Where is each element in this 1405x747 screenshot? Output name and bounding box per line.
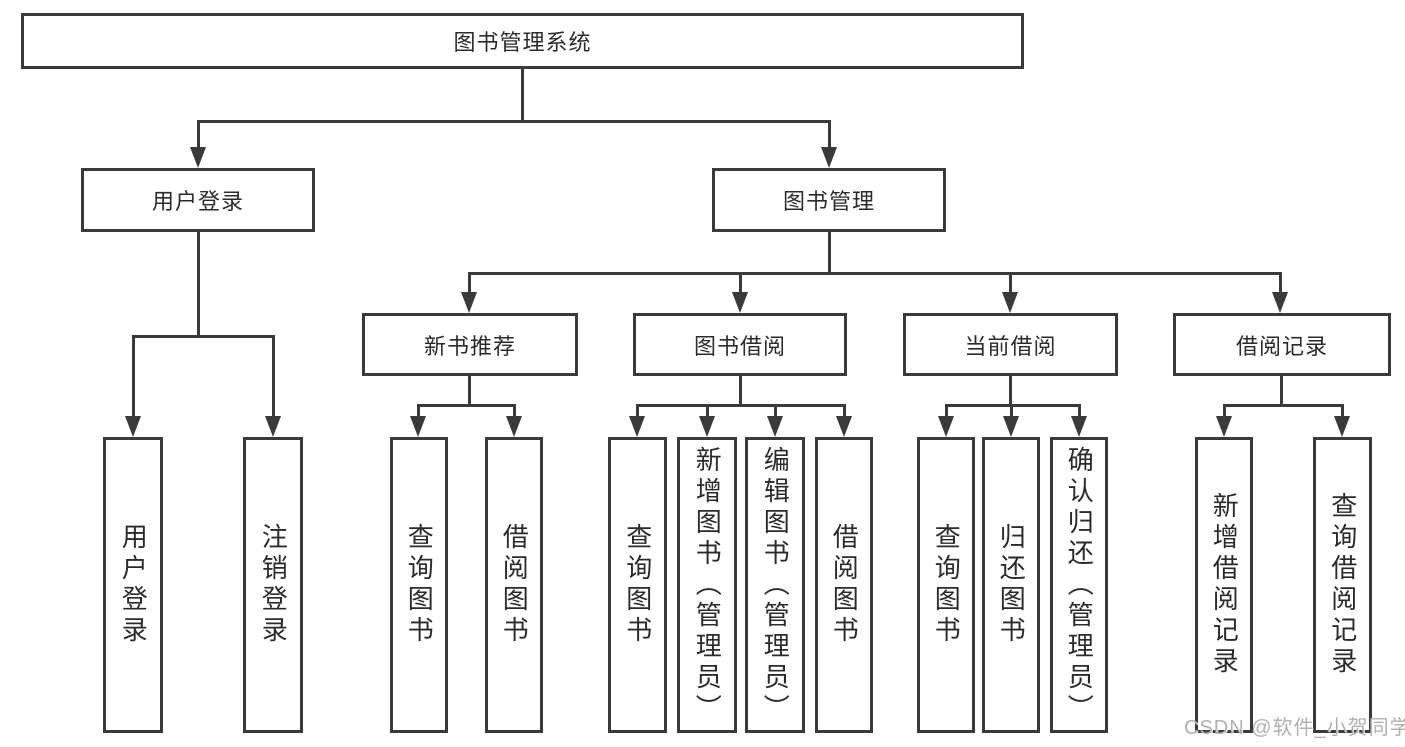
connector-borrow-drop-1 xyxy=(636,404,639,418)
arrow-down-icon xyxy=(1002,292,1018,313)
connector-records-drop-1 xyxy=(1223,404,1226,418)
node-new-book-recommend-label: 新书推荐 xyxy=(423,333,516,359)
arrow-down-icon xyxy=(732,292,748,313)
node-user-login-label: 用户登录 xyxy=(151,189,244,214)
leaf-current-return-books-label: 归还图书 xyxy=(996,523,1027,647)
leaf-recommend-borrow-books-label: 借阅图书 xyxy=(499,523,530,647)
connector-recommend-hbar xyxy=(417,404,516,407)
connector-borrow-drop-3 xyxy=(774,404,777,418)
connector-bookmgmt-drop-1 xyxy=(468,272,471,295)
arrow-down-icon xyxy=(125,416,141,437)
connector-recommend-stem xyxy=(468,376,471,407)
leaf-user-login-label: 用户登录 xyxy=(118,523,149,647)
leaf-current-confirm-return-admin-label: 确认归还（管理员） xyxy=(1064,445,1095,725)
connector-bookmgmt-drop-2 xyxy=(739,272,742,295)
connector-bookmgmt-hbar xyxy=(468,272,1282,275)
arrow-down-icon xyxy=(190,147,206,168)
node-current-borrow: 当前借阅 xyxy=(903,313,1118,376)
leaf-records-add-record: 新增借阅记录 xyxy=(1195,437,1253,733)
arrow-down-icon xyxy=(836,416,852,437)
connector-records-drop-2 xyxy=(1341,404,1344,418)
leaf-logout: 注销登录 xyxy=(243,437,303,733)
arrow-down-icon xyxy=(767,416,783,437)
arrow-down-icon xyxy=(461,292,477,313)
arrow-down-icon xyxy=(506,416,522,437)
connector-root-hbar xyxy=(197,120,831,123)
connector-borrow-hbar xyxy=(636,404,846,407)
connector-userlogin-drop-1 xyxy=(132,335,135,418)
node-borrow-records: 借阅记录 xyxy=(1173,313,1391,376)
arrow-down-icon xyxy=(1216,416,1232,437)
leaf-borrow-edit-books-admin-label: 编辑图书（管理员） xyxy=(760,445,791,725)
arrow-down-icon xyxy=(1003,416,1019,437)
node-root: 图书管理系统 xyxy=(21,13,1024,69)
connector-bookmgmt-stem xyxy=(828,232,831,275)
connector-current-drop-2 xyxy=(1010,404,1013,418)
connector-current-drop-3 xyxy=(1078,404,1081,418)
arrow-down-icon xyxy=(1071,416,1087,437)
connector-bookmgmt-drop-3 xyxy=(1009,272,1012,295)
connector-userlogin-drop-2 xyxy=(272,335,275,418)
connector-root-stem xyxy=(521,69,524,123)
arrow-down-icon xyxy=(629,416,645,437)
connector-recommend-drop-1 xyxy=(417,404,420,418)
leaf-borrow-borrow-books: 借阅图书 xyxy=(815,437,873,733)
leaf-recommend-borrow-books: 借阅图书 xyxy=(485,437,543,733)
leaf-borrow-borrow-books-label: 借阅图书 xyxy=(829,523,860,647)
leaf-logout-label: 注销登录 xyxy=(258,523,289,647)
arrow-down-icon xyxy=(938,416,954,437)
watermark: CSDN @软件_小贺同学 xyxy=(1184,717,1405,739)
node-book-borrow-label: 图书借阅 xyxy=(693,333,786,359)
leaf-user-login: 用户登录 xyxy=(103,437,163,733)
connector-current-drop-1 xyxy=(945,404,948,418)
leaf-current-query-books-label: 查询图书 xyxy=(931,523,962,647)
connector-userlogin-stem xyxy=(197,232,200,338)
node-book-management-label: 图书管理 xyxy=(782,189,875,214)
node-user-login: 用户登录 xyxy=(81,168,315,232)
connector-current-stem xyxy=(1009,376,1012,407)
leaf-recommend-query-books-label: 查询图书 xyxy=(404,523,435,647)
leaf-borrow-edit-books-admin: 编辑图书（管理员） xyxy=(745,437,805,733)
node-borrow-records-label: 借阅记录 xyxy=(1235,333,1328,359)
connector-records-stem xyxy=(1280,376,1283,407)
node-book-management: 图书管理 xyxy=(712,168,946,232)
arrow-down-icon xyxy=(1272,292,1288,313)
arrow-down-icon xyxy=(821,147,837,168)
leaf-recommend-query-books: 查询图书 xyxy=(390,437,448,733)
connector-current-hbar xyxy=(945,404,1081,407)
arrow-down-icon xyxy=(410,416,426,437)
arrow-down-icon xyxy=(265,416,281,437)
connector-borrow-drop-2 xyxy=(706,404,709,418)
node-new-book-recommend: 新书推荐 xyxy=(362,313,578,376)
leaf-borrow-add-books-admin-label: 新增图书（管理员） xyxy=(692,445,723,725)
leaf-records-add-record-label: 新增借阅记录 xyxy=(1209,492,1240,678)
connector-bookmgmt-drop-4 xyxy=(1279,272,1282,295)
node-book-borrow: 图书借阅 xyxy=(633,313,847,376)
connector-records-hbar xyxy=(1223,404,1344,407)
leaf-records-query-record: 查询借阅记录 xyxy=(1313,437,1372,733)
leaf-current-query-books: 查询图书 xyxy=(917,437,975,733)
arrow-down-icon xyxy=(699,416,715,437)
connector-userlogin-hbar xyxy=(132,335,275,338)
arrow-down-icon xyxy=(1334,416,1350,437)
connector-root-drop-left xyxy=(197,120,200,149)
leaf-borrow-query-books-label: 查询图书 xyxy=(622,523,653,647)
connector-recommend-drop-2 xyxy=(513,404,516,418)
leaf-borrow-query-books: 查询图书 xyxy=(608,437,667,733)
connector-root-drop-right xyxy=(828,120,831,149)
leaf-current-return-books: 归还图书 xyxy=(982,437,1040,733)
node-current-borrow-label: 当前借阅 xyxy=(964,333,1057,359)
leaf-records-query-record-label: 查询借阅记录 xyxy=(1327,492,1358,678)
node-root-label: 图书管理系统 xyxy=(453,30,592,55)
connector-borrow-stem xyxy=(739,376,742,407)
leaf-current-confirm-return-admin: 确认归还（管理员） xyxy=(1050,437,1108,733)
leaf-borrow-add-books-admin: 新增图书（管理员） xyxy=(677,437,737,733)
connector-borrow-drop-4 xyxy=(843,404,846,418)
